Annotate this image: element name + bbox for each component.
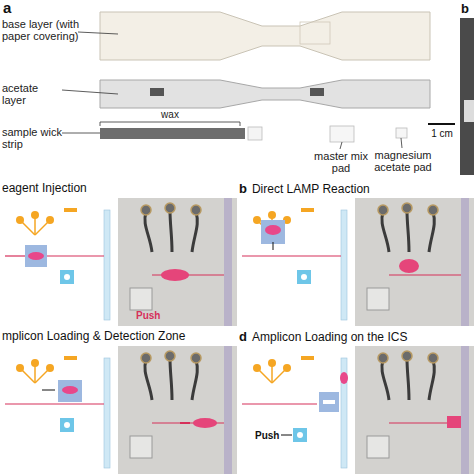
action-label: Push xyxy=(136,310,176,321)
panel-heading: Direct LAMP Reaction xyxy=(252,182,370,196)
scale-label: 1 cm xyxy=(426,128,458,139)
panel-heading: eagent Injection xyxy=(2,181,87,195)
part-label: magnesium acetate pad xyxy=(372,149,434,173)
step-panel: d Amplicon Loading on the ICS xyxy=(237,328,474,474)
step-panel: b Direct LAMP Reaction xyxy=(237,180,474,328)
step-panel-art xyxy=(237,346,474,474)
step-panel: eagent Injection xyxy=(0,180,237,328)
part-label: sample wick strip xyxy=(2,126,62,150)
part-label: master mix pad xyxy=(305,150,377,174)
step-panel-art xyxy=(237,198,474,326)
panel-letter: d xyxy=(239,329,247,344)
action-label: Push xyxy=(255,430,285,441)
layer-photo xyxy=(62,12,474,175)
panel-heading: mplicon Loading & Detection Zone xyxy=(2,329,185,343)
step-panel-art xyxy=(0,198,237,326)
panel-heading: Amplicon Loading on the ICS xyxy=(252,330,407,344)
panel-letter: b xyxy=(461,2,474,16)
part-label: wax xyxy=(155,109,185,120)
step-panel: mplicon Loading & Detection Zone xyxy=(0,328,237,474)
part-label: base layer (with paper covering) xyxy=(2,18,80,42)
panel-letter: b xyxy=(239,181,247,196)
step-panel-art xyxy=(0,346,237,474)
part-label: acetate layer xyxy=(2,82,62,106)
panel-letter: a xyxy=(3,0,23,17)
